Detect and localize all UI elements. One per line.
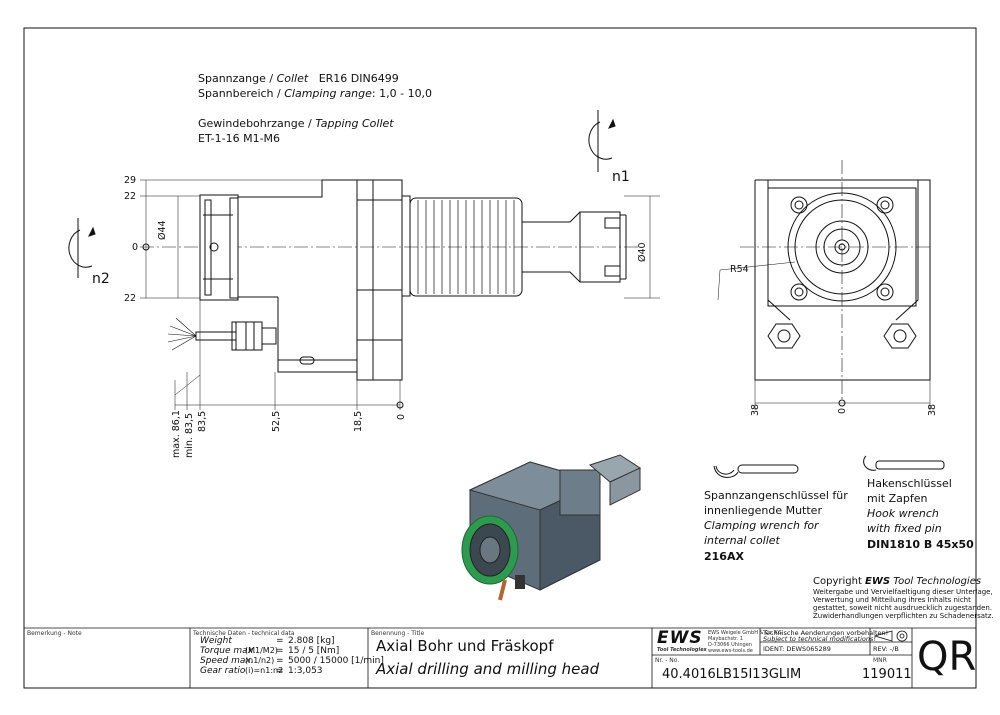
wrench1-en2: internal collet bbox=[704, 534, 780, 547]
copyright-l3: gestattet, soweit nicht ausdruecklich zu… bbox=[813, 604, 993, 612]
dim-max861: max. 86,1 bbox=[171, 410, 182, 458]
wrench2-en1: Hook wrench bbox=[867, 507, 939, 520]
spec-collet-val: ER16 DIN6499 bbox=[318, 72, 399, 85]
wrench2-de2: mit Zapfen bbox=[867, 492, 928, 505]
company-l4: www.ews-tools.de bbox=[708, 648, 753, 654]
dim-r54: R54 bbox=[730, 264, 749, 275]
spec-range-val: : 1,0 - 10,0 bbox=[371, 87, 433, 100]
ews-logo-sub: Tool Technologies bbox=[657, 647, 707, 653]
sheet-border bbox=[23, 27, 977, 689]
spec-tapping: Gewindebohrzange / Tapping Collet bbox=[198, 117, 394, 131]
spec-collet-de: Spannzange / bbox=[198, 72, 277, 85]
mnr-value: 119011 bbox=[862, 667, 912, 682]
gear-val: 1:3,053 bbox=[288, 666, 323, 676]
copyright-brand: EWS bbox=[865, 576, 891, 587]
spec-range-en: Clamping range bbox=[284, 87, 372, 100]
company-l3: D-73066 Uhingen bbox=[708, 642, 752, 648]
torque-label: Torque max. bbox=[200, 646, 256, 656]
projection-symbol bbox=[873, 630, 908, 642]
title-en: Axial drilling and milling head bbox=[376, 660, 600, 678]
mnr-label: MNR bbox=[873, 657, 887, 664]
speed-eq: = bbox=[276, 656, 284, 666]
dim-0-bottom: 0 bbox=[396, 413, 407, 420]
n1-label: n1 bbox=[612, 169, 630, 185]
dim-38-right: 38 bbox=[927, 403, 938, 416]
company-l2: Maybachstr. 1 bbox=[708, 636, 744, 642]
torque-sub: (M1/M2) bbox=[245, 646, 278, 655]
title-block-grid bbox=[24, 627, 976, 688]
company-l1: EWS Weigele GmbH & Co. KG bbox=[708, 630, 782, 636]
wrench1-code: 216AX bbox=[704, 550, 744, 563]
dim-835: 83,5 bbox=[197, 410, 208, 432]
dim-0-front: 0 bbox=[837, 407, 848, 414]
wrench2-de1: Hakenschlüssel bbox=[867, 477, 952, 490]
copyright-l4: Zuwiderhandlungen verpflichten zu Schade… bbox=[813, 612, 994, 620]
copyright-pre: Copyright bbox=[813, 576, 866, 587]
dim-22-bottom: 22 bbox=[124, 293, 137, 304]
change-de: Technische Aenderungen vorbehalten! bbox=[763, 629, 889, 637]
wrench1-de1: Spannzangenschlüssel für bbox=[704, 489, 848, 502]
dim-38-left: 38 bbox=[750, 403, 761, 416]
rotation-n1-symbol bbox=[588, 110, 616, 172]
spec-collet-en: Collet bbox=[276, 72, 309, 85]
title-de: Axial Bohr und Fräskopf bbox=[376, 637, 554, 655]
nr-label: Nr. - No. bbox=[655, 657, 680, 664]
dim-dia40: Ø40 bbox=[637, 242, 648, 262]
speed-sub: (n1/n2) bbox=[245, 656, 275, 665]
wrench2-code: DIN1810 B 45x50 bbox=[867, 538, 974, 551]
dim-22-top: 22 bbox=[124, 191, 137, 202]
gear-label: Gear ratio bbox=[200, 666, 246, 676]
front-view bbox=[717, 160, 931, 410]
spec-tap-en: Tapping Collet bbox=[315, 117, 394, 130]
weight-val: 2.808 [kg] bbox=[288, 636, 335, 646]
title-label: Benennung - Title bbox=[371, 630, 425, 637]
weight-eq: = bbox=[276, 636, 284, 646]
dim-0-left: 0 bbox=[132, 242, 139, 253]
gear-eq: = bbox=[276, 666, 284, 676]
wrench2-en2: with fixed pin bbox=[867, 522, 942, 535]
techdata-label: Technische Daten - technical data bbox=[193, 630, 295, 637]
dim-29: 29 bbox=[124, 175, 137, 186]
torque-val: 15 / 5 [Nm] bbox=[288, 646, 340, 656]
n2-label: n2 bbox=[92, 271, 110, 287]
spec-range-de: Spannbereich / bbox=[198, 87, 285, 100]
hook-wrench-drawing bbox=[863, 455, 945, 471]
copyright-l1: Weitergabe und Vervielfaeltigung dieser … bbox=[813, 588, 993, 596]
dim-525: 52,5 bbox=[271, 410, 282, 432]
gear-sub: (i)=n1:n2 bbox=[245, 666, 284, 675]
ews-logo: EWS bbox=[657, 628, 703, 648]
ident: IDENT: DEWS065289 bbox=[763, 645, 831, 653]
spec-collet: Spannzange / Collet ER16 DIN6499 bbox=[198, 72, 399, 86]
rev: REV: -/B bbox=[873, 645, 899, 653]
wrench1-en1: Clamping wrench for bbox=[704, 519, 819, 532]
isometric-illustration bbox=[461, 454, 642, 601]
copyright-l2: Verwertung und Mitteilung ihres Inhalts … bbox=[813, 596, 971, 604]
side-view bbox=[140, 179, 660, 410]
dim-dia44: Ø44 bbox=[157, 220, 168, 240]
spec-tap-de: Gewindebohrzange / bbox=[198, 117, 316, 130]
change-en: Subject to technical modifications! bbox=[763, 635, 876, 643]
copyright-post: Tool Technologies bbox=[890, 576, 982, 587]
speed-label: Speed max. bbox=[200, 656, 254, 666]
spec-range: Spannbereich / Clamping range: 1,0 - 10,… bbox=[198, 87, 432, 101]
clamping-wrench-drawing bbox=[713, 464, 799, 478]
weight-label: Weight bbox=[200, 636, 232, 646]
speed-val: 5000 / 15000 [1/min] bbox=[288, 656, 384, 666]
copyright-heading: Copyright EWS Tool Technologies bbox=[813, 575, 981, 589]
torque-eq: = bbox=[276, 646, 284, 656]
wrench1-de2: innenliegende Mutter bbox=[704, 504, 822, 517]
dim-min835: min. 83,5 bbox=[184, 412, 195, 458]
spec-tapping-val: ET-1-16 M1-M6 bbox=[198, 132, 281, 145]
rotation-n2-symbol bbox=[68, 218, 96, 278]
dim-185: 18,5 bbox=[353, 410, 364, 432]
part-number: 40.4016LB15I13GLIM bbox=[662, 667, 802, 682]
remark-label: Bemerkung - Note bbox=[27, 630, 82, 637]
qr-mark: QR bbox=[917, 634, 977, 680]
